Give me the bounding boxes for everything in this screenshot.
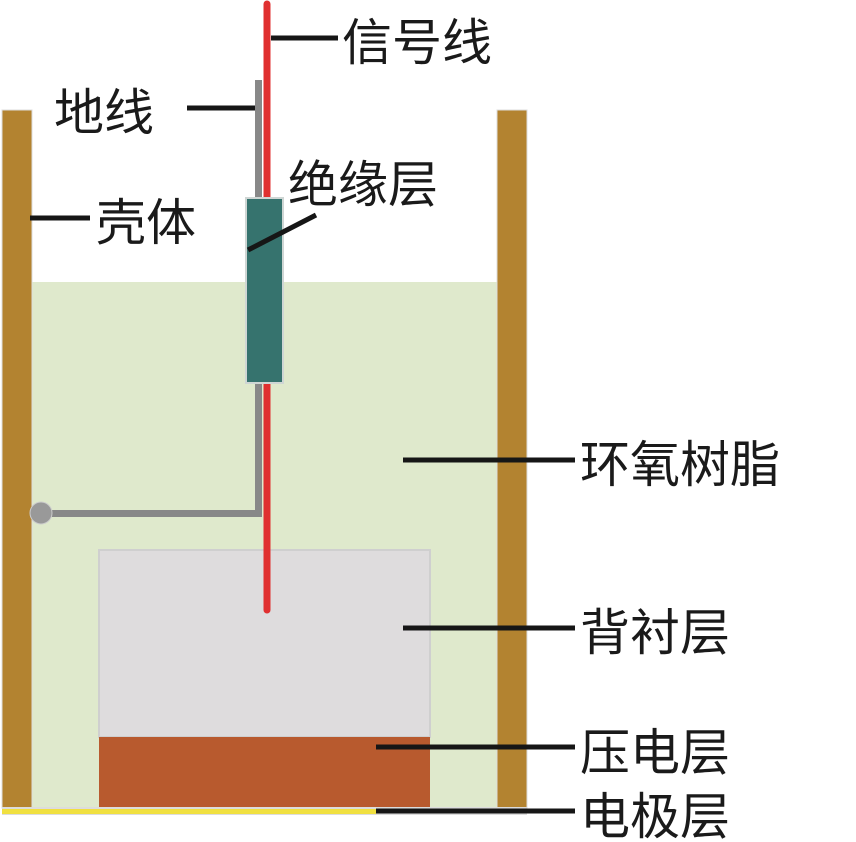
ground-terminal (29, 501, 53, 525)
insulation-layer (245, 197, 284, 384)
label-signal-wire: 信号线 (342, 14, 492, 72)
label-shell: 壳体 (96, 194, 196, 252)
label-ground-wire: 地线 (54, 84, 154, 142)
label-backing: 背衬层 (580, 604, 730, 662)
label-piezo: 压电层 (580, 724, 730, 782)
label-electrode: 电极层 (580, 788, 730, 842)
electrode-layer (2, 809, 376, 814)
shell-left (1, 109, 33, 809)
ground-wire-horizontal (42, 510, 262, 517)
leader-insulation (246, 212, 318, 253)
piezo-layer (99, 737, 430, 807)
label-insulation: 绝缘层 (288, 156, 438, 214)
label-epoxy: 环氧树脂 (580, 436, 780, 494)
